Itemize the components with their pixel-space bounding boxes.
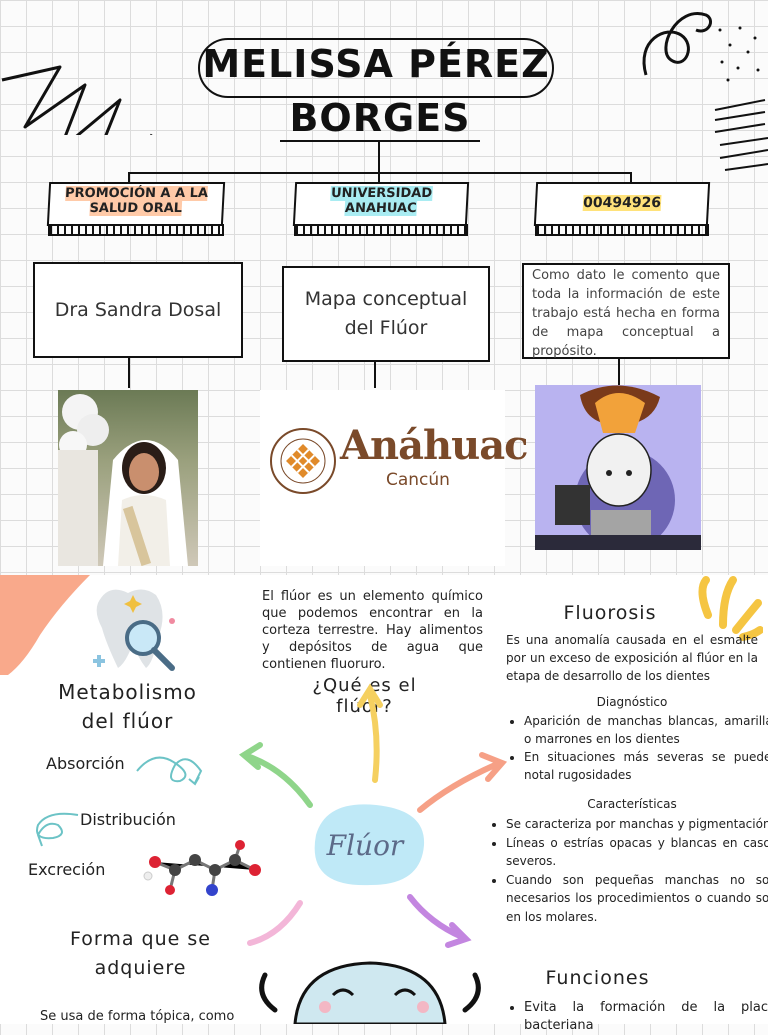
anahuac-city: Cancún <box>386 470 450 490</box>
connector-photo-right <box>618 359 620 387</box>
smiling-tooth-icon <box>259 961 481 1024</box>
zigzag-arrow-decoration <box>1 65 153 135</box>
tag-promocion: PROMOCIÓN A A LA SALUD ORAL <box>46 182 226 226</box>
caracteristicas-item: Líneas o estrías opacas y blancas en cas… <box>506 834 768 871</box>
title-underline <box>280 140 480 142</box>
diagnostico-title: Diagnóstico <box>596 695 668 709</box>
caracteristicas-list: Se caracteriza por manchas y pigmentació… <box>488 815 768 926</box>
loop-scribble-decoration <box>642 12 712 76</box>
diagnostico-list: Aparición de manchas blancas, amarillas … <box>506 712 768 784</box>
yellow-splash-decoration <box>698 576 763 641</box>
teal-swirl-arrow-icon <box>136 756 203 786</box>
teal-loop-arrow-icon <box>36 812 79 847</box>
funciones-title: Funciones <box>545 967 650 989</box>
forma-title: Forma que se adquiere <box>70 928 211 979</box>
radiating-arrows <box>238 683 508 948</box>
anahuac-wordmark: Anáhuac <box>340 422 528 469</box>
connector-photo-center <box>374 362 376 388</box>
note-text: Como dato le comento que toda la informa… <box>532 268 720 359</box>
student-photo <box>58 390 198 566</box>
coral-blob-decoration <box>0 575 90 675</box>
absorcion-label: Absorción <box>46 754 125 773</box>
diagnostico-item: En situaciones más severas se pueden not… <box>524 748 768 784</box>
tag-promocion-label: PROMOCIÓN A A LA SALUD ORAL <box>64 186 209 216</box>
funciones-item: Evita la formación de la placa bacterian… <box>524 999 768 1035</box>
title-frame <box>198 38 554 98</box>
tag-hatch-right <box>535 224 709 236</box>
teacher-name: Dra Sandra Dosal <box>54 299 222 321</box>
molecule-icon <box>143 840 261 896</box>
connector-trunk <box>378 140 380 172</box>
forma-text: Se usa de forma tópica, como <box>40 1009 235 1024</box>
card-topic: Mapa conceptual del Flúor <box>282 266 490 362</box>
tooth-magnifier-icon <box>93 589 175 671</box>
anahuac-seal-icon <box>270 428 336 494</box>
page-title-line1: MELISSA PÉREZ <box>202 42 550 86</box>
diagnostico-item: Aparición de manchas blancas, amarillas … <box>524 712 768 748</box>
caracteristicas-item: Se caracteriza por manchas y pigmentació… <box>506 815 768 834</box>
tag-universidad-label: UNIVERSIDAD ANAHUAC <box>330 186 433 216</box>
connector-center <box>378 172 380 182</box>
fluor-map-section: Metabolismo del flúor Absorción Distribu… <box>0 575 768 1033</box>
tag-universidad: UNIVERSIDAD ANAHUAC <box>292 182 470 226</box>
fluorosis-title: Fluorosis <box>563 602 657 624</box>
caracteristicas-item: Cuando son pequeñas manchas no son neces… <box>506 871 768 927</box>
tag-hatch-center <box>294 224 468 236</box>
distribucion-label: Distribución <box>80 810 176 829</box>
intro-text: El flúor es un elemento químico que pode… <box>262 589 483 672</box>
anahuac-logo: Anáhuac Cancún <box>260 390 528 566</box>
fluorosis-definition: Es una anomalía causada en el esmalte po… <box>506 633 758 683</box>
tag-hatch-left <box>48 224 224 236</box>
tag-id-label: 00494926 <box>582 195 662 211</box>
connector-right <box>630 172 632 182</box>
metabolismo-title: Metabolismo del flúor <box>58 680 197 733</box>
student-photo-illustration <box>58 394 188 566</box>
connector-left <box>128 172 130 182</box>
card-teacher: Dra Sandra Dosal <box>33 262 243 358</box>
fluor-center-blob <box>314 804 425 886</box>
caracteristicas-title: Características <box>587 797 677 811</box>
funciones-list: Evita la formación de la placa bacterian… <box>506 999 768 1035</box>
connector-photo-left <box>128 358 130 388</box>
excrecion-label: Excreción <box>28 860 106 879</box>
topic-name: Mapa conceptual del Flúor <box>304 288 468 339</box>
cartoon-illustration <box>535 385 701 550</box>
tag-id: 00494926 <box>533 182 711 226</box>
dots-and-lines-decoration <box>714 26 768 171</box>
exploding-head-illustration <box>535 385 701 550</box>
card-note: Como dato le comento que toda la informa… <box>522 263 730 359</box>
fluor-center-label: Flúor <box>326 829 404 862</box>
page-title-line2: BORGES <box>289 96 471 140</box>
